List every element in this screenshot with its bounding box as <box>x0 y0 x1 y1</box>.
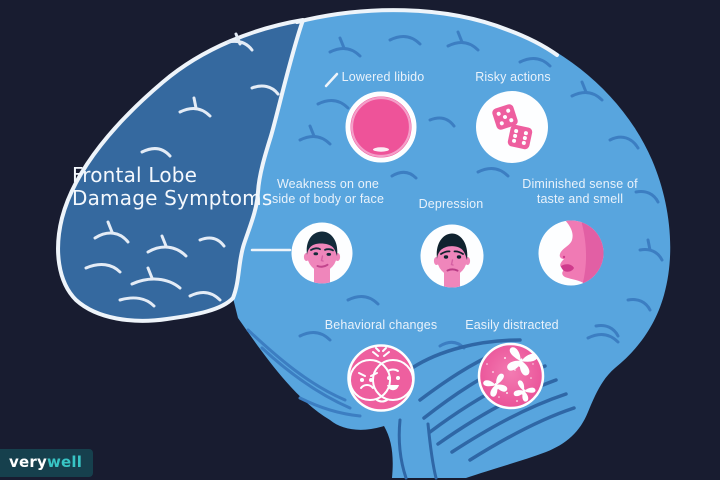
label-text: Easily distracted <box>465 318 559 332</box>
cerebrum-top-outline <box>295 8 559 57</box>
label-depression: Depression <box>419 197 484 212</box>
nose-and-lips-icon <box>538 220 604 286</box>
label-diminished-taste-smell: Diminished sense of taste and smell <box>522 177 637 208</box>
label-text: Weakness on one <box>276 177 380 191</box>
label-text: side of body or face <box>271 192 385 207</box>
label-text: Risky actions <box>475 70 551 84</box>
page-title: Frontal Lobe Damage Symptoms <box>72 164 272 209</box>
leader-lines <box>250 72 339 252</box>
frontal-lobe-gyri-lines <box>84 32 280 308</box>
label-text: Diminished sense of <box>522 177 638 191</box>
drooping-face-icon <box>291 222 353 284</box>
verywell-logo-well: well <box>46 453 83 471</box>
verywell-logo-very: very <box>9 453 47 471</box>
label-text: Behavioral changes <box>324 318 438 332</box>
label-lowered-libido: Lowered libido <box>342 70 425 85</box>
label-text: taste and smell <box>536 192 624 207</box>
label-weakness-one-side: Weakness on one side of body or face <box>272 177 384 208</box>
page-title-line2: Damage Symptoms <box>72 185 273 210</box>
label-risky-actions: Risky actions <box>475 70 551 85</box>
sad-face-icon <box>420 224 484 288</box>
cerebrum-gyri-lines <box>246 30 664 418</box>
label-behavioral-changes: Behavioral changes <box>325 318 438 333</box>
frontal-lobe-shape <box>56 18 305 323</box>
page-title-line1: Frontal Lobe <box>72 163 198 187</box>
butterflies-icon <box>477 342 545 410</box>
label-text: Depression <box>418 197 484 211</box>
verywell-logo: verywell <box>0 449 94 477</box>
label-easily-distracted: Easily distracted <box>465 318 559 333</box>
dice-icon <box>475 90 549 164</box>
brainstem-lines <box>397 418 438 480</box>
two-faces-icon <box>346 343 416 413</box>
label-text: Lowered libido <box>341 70 425 84</box>
ring-icon <box>345 91 417 163</box>
